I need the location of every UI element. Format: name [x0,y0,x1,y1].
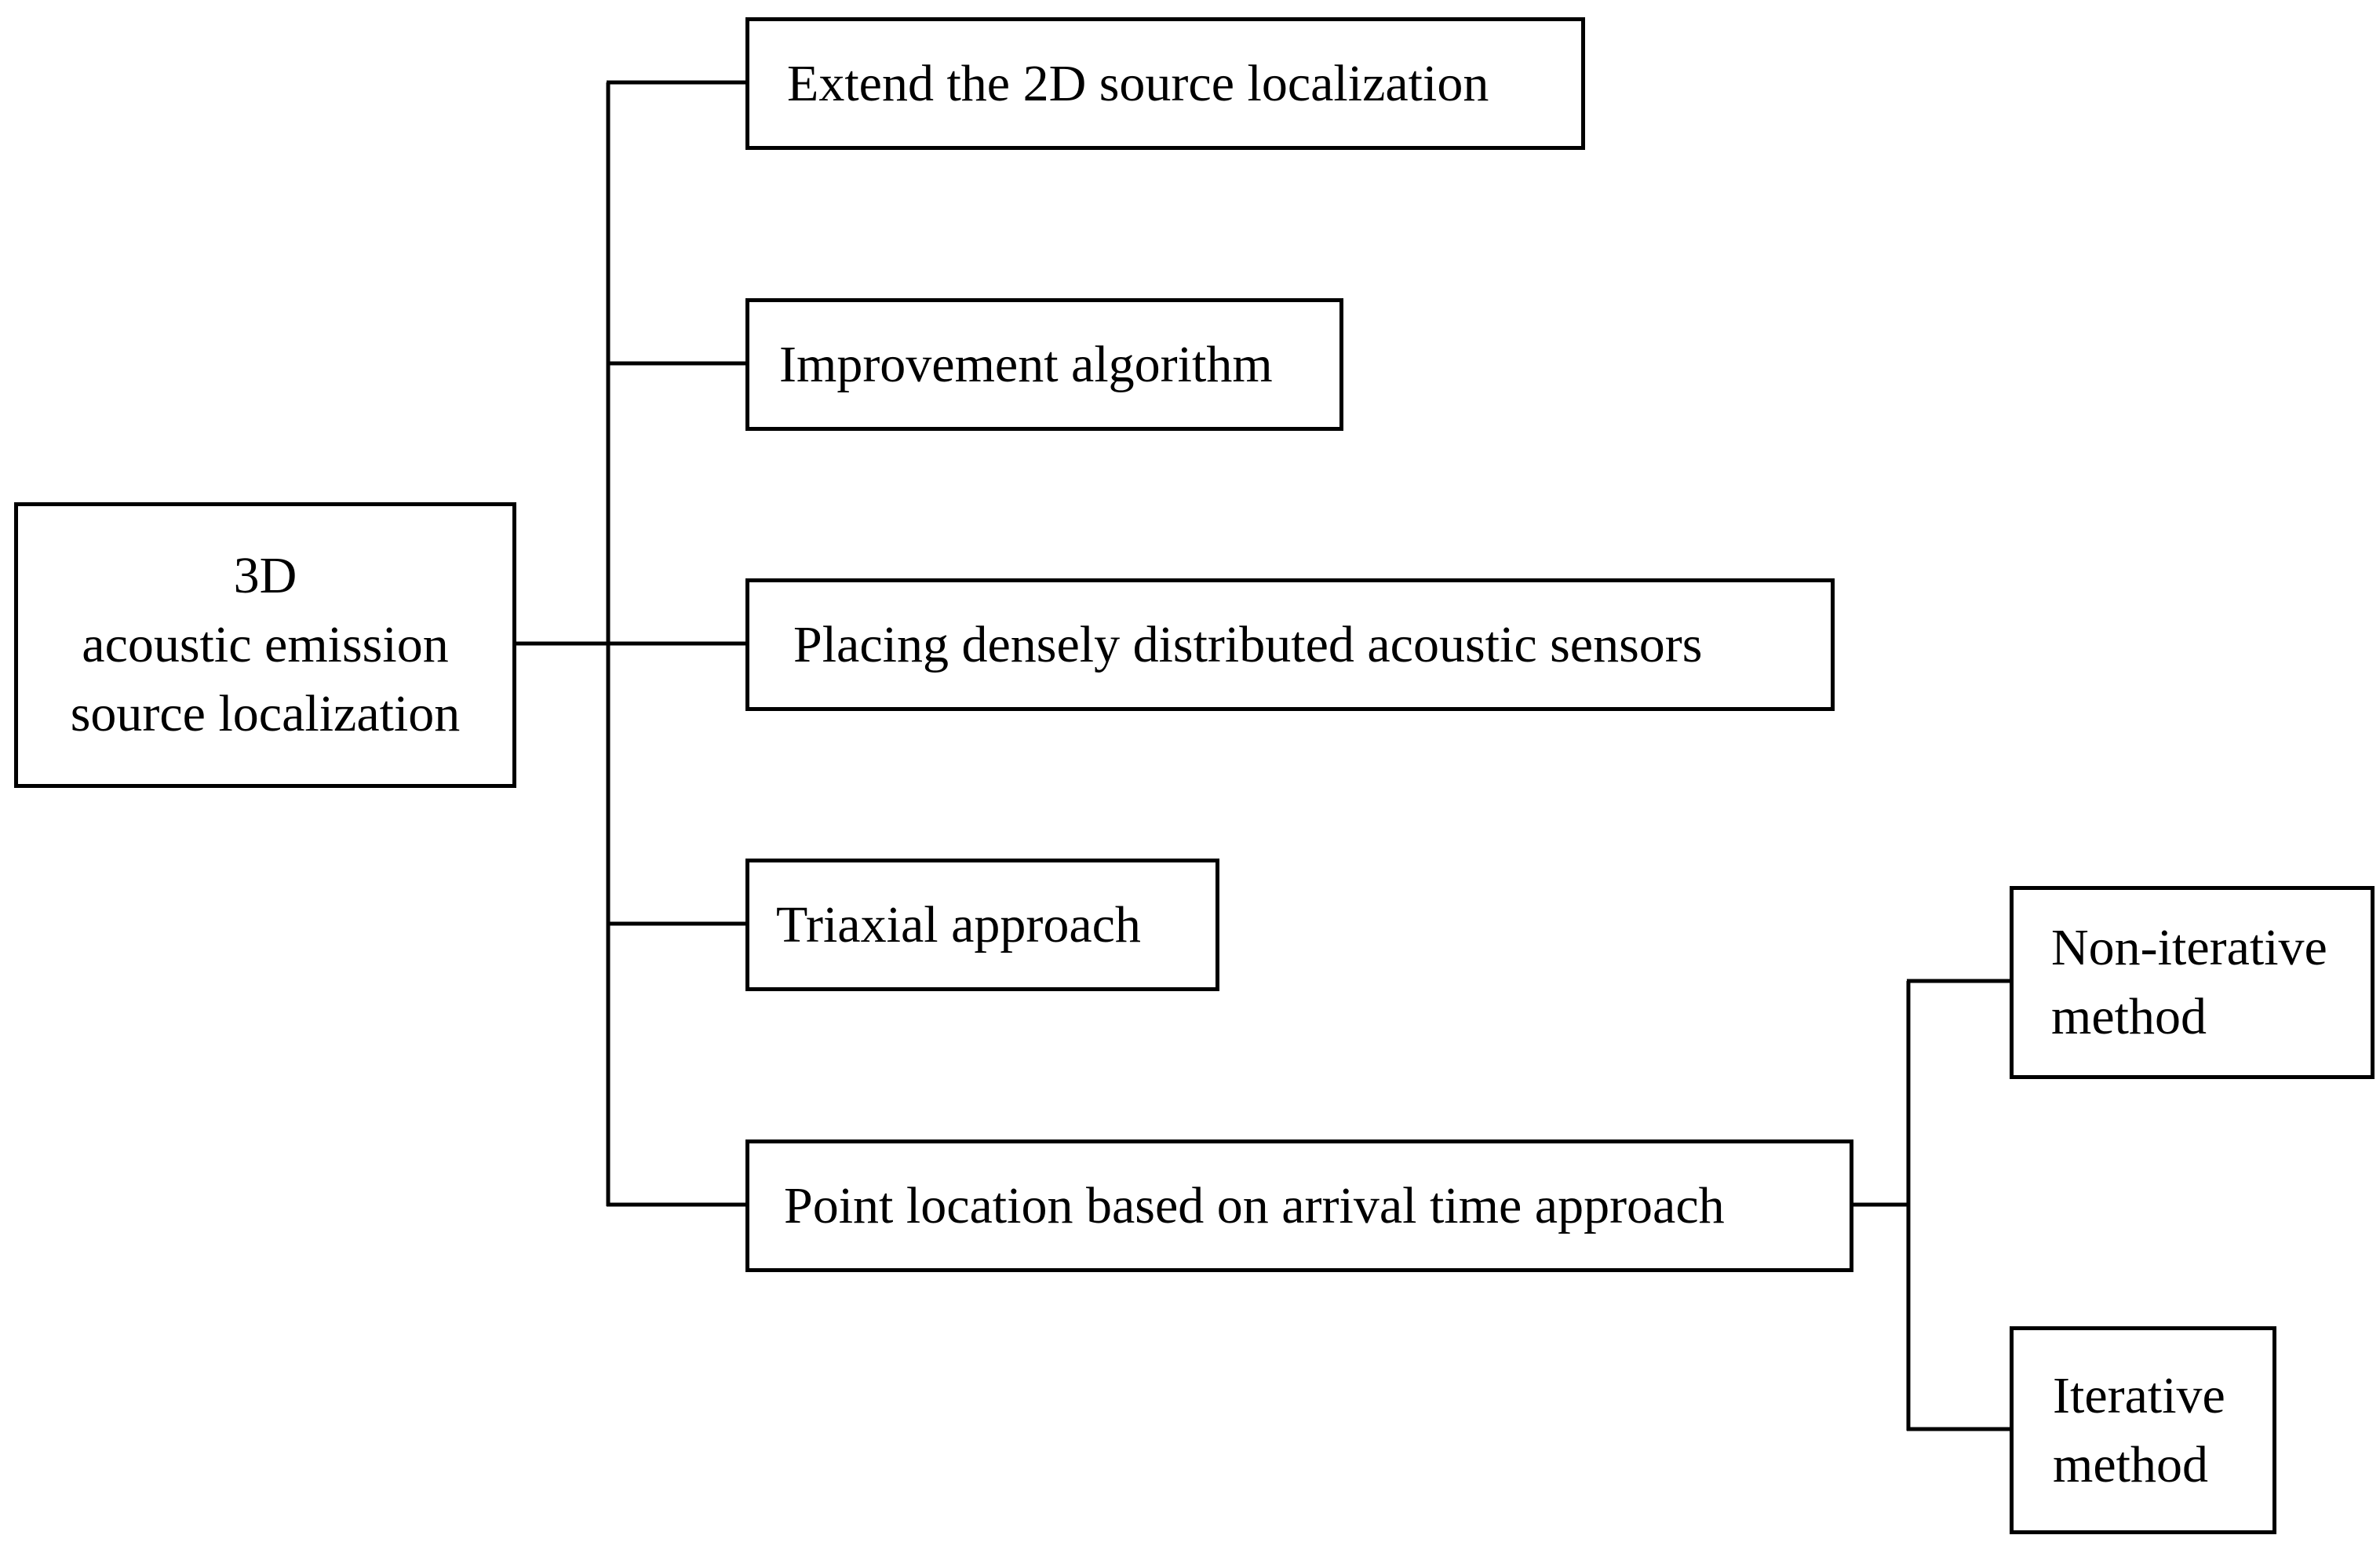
branch-node-4: Triaxial approach [745,859,1219,991]
branch-node-3: Placing densely distributed acoustic sen… [745,578,1835,711]
sub-node-non-iterative: Non-iterative method [2010,886,2375,1079]
branch-label-4: Triaxial approach [776,895,1141,953]
branch-node-1: Extend the 2D source localization [745,17,1585,150]
root-node: 3D acoustic emission source localization [14,502,516,788]
sub-node-2-line-1: Iterative [2053,1366,2225,1424]
sub-node-iterative: Iterative method [2010,1326,2276,1534]
branch-label-5: Point location based on arrival time app… [784,1176,1725,1234]
sub-node-1-line-2: method [2051,988,2207,1045]
root-line-3: source localization [70,685,461,742]
branch-label-3: Placing densely distributed acoustic sen… [793,615,1703,673]
sub-node-2-line-2: method [2053,1435,2208,1493]
branch-node-5: Point location based on arrival time app… [745,1139,1853,1272]
root-line-2: acoustic emission [82,616,449,673]
branch-label-1: Extend the 2D source localization [787,54,1489,112]
branch-label-2: Improvement algorithm [779,335,1273,393]
branch-node-2: Improvement algorithm [745,298,1343,431]
sub-node-1-line-1: Non-iterative [2051,919,2327,976]
root-line-1: 3D [233,547,297,604]
